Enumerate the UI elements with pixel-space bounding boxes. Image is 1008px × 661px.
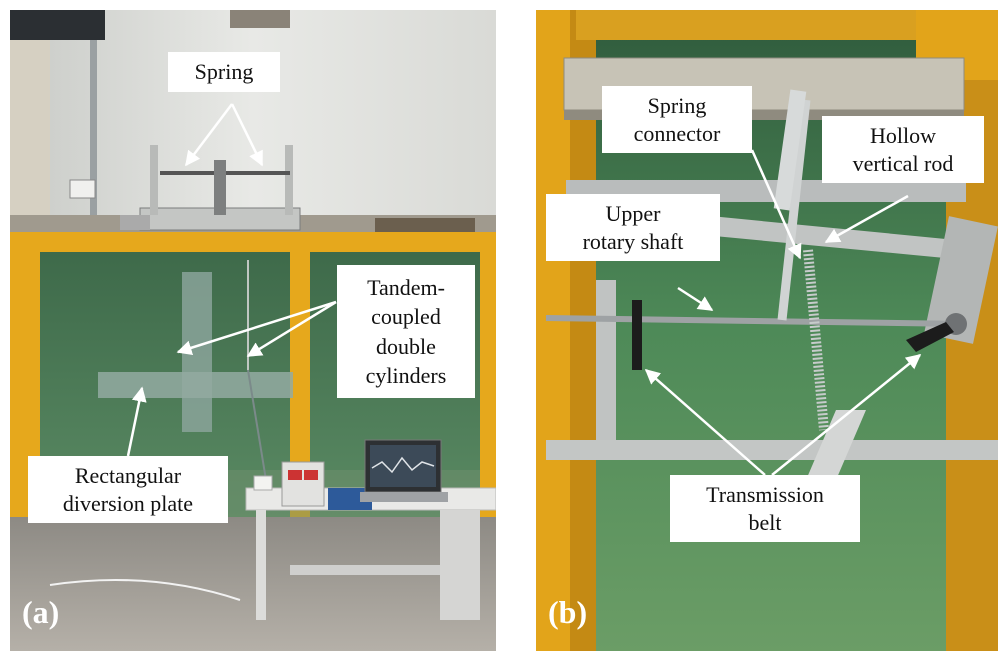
spring-label: Spring bbox=[168, 52, 280, 92]
panel-b-letter: (b) bbox=[548, 594, 588, 630]
transmission-belt-label: Transmission belt bbox=[670, 475, 860, 542]
belt-line-1: Transmission bbox=[706, 482, 824, 507]
spring-label-text: Spring bbox=[194, 59, 254, 84]
upper-shaft-line-2: rotary shaft bbox=[582, 228, 684, 254]
spring-connector-line-1: Spring bbox=[647, 93, 707, 118]
hollow-rod-label: Hollow vertical rod bbox=[822, 116, 984, 183]
plate-label-line-2: diversion plate bbox=[62, 490, 194, 516]
spring-connector-label: Spring connector bbox=[602, 86, 752, 153]
upper-shaft-line-1: Upper bbox=[605, 201, 661, 226]
panel-a-letter: (a) bbox=[22, 594, 60, 630]
tandem-label-line-4: cylinders bbox=[365, 362, 447, 388]
belt-line-2: belt bbox=[748, 509, 782, 535]
upper-shaft-label: Upper rotary shaft bbox=[546, 194, 720, 261]
plate-label-line-1: Rectangular bbox=[74, 463, 182, 488]
tandem-label-line-2: coupled bbox=[371, 304, 441, 330]
spring-connector-line-2: connector bbox=[633, 120, 721, 146]
tandem-label-line-1: Tandem- bbox=[367, 275, 445, 300]
hollow-rod-line-2: vertical rod bbox=[852, 150, 954, 176]
tandem-label-line-3: double bbox=[376, 333, 436, 359]
hollow-rod-line-1: Hollow bbox=[870, 123, 936, 148]
rectangular-plate-label: Rectangular diversion plate bbox=[28, 456, 228, 523]
tandem-cylinders-label: Tandem- coupled double cylinders bbox=[337, 265, 475, 398]
